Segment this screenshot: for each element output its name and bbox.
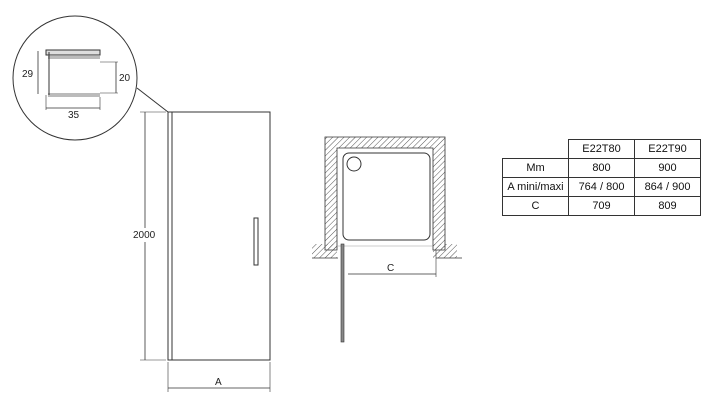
door-handle [253,217,259,266]
row-label: C [502,196,569,216]
table-cell: 764 / 800 [568,177,635,197]
table-cell: 709 [568,196,635,216]
detail-height-inner: 20 [119,73,131,84]
table-cell: 809 [634,196,701,216]
dim-label-c: C [387,263,394,274]
door-panel-plan [340,243,345,343]
shower-tray [342,152,431,241]
plan-view: C [312,136,462,343]
detail-height-outer: 29 [22,69,34,80]
table-cell: 800 [568,158,635,178]
table-row: C 709 809 [502,196,701,216]
detail-width: 35 [68,110,80,121]
header-cell: E22T80 [568,139,635,159]
header-cell [502,139,569,159]
table-cell: 864 / 900 [634,177,701,197]
row-label: Mm [502,158,569,178]
table-row: A mini/maxi 764 / 800 864 / 900 [502,177,701,197]
door-elevation: 2000 A [132,111,271,392]
height-label: 2000 [133,230,156,241]
table-header-row: E22T80 E22T90 [502,139,701,159]
table-cell: 900 [634,158,701,178]
dimensions-table: E22T80 E22T90 Mm 800 900 A mini/maxi 764… [502,139,701,216]
profile-detail: 29 20 35 [12,15,169,141]
drain-icon [346,156,362,172]
header-cell: E22T90 [634,139,701,159]
table-row: Mm 800 900 [502,158,701,178]
row-label: A mini/maxi [502,177,569,197]
width-label-a: A [215,377,222,388]
